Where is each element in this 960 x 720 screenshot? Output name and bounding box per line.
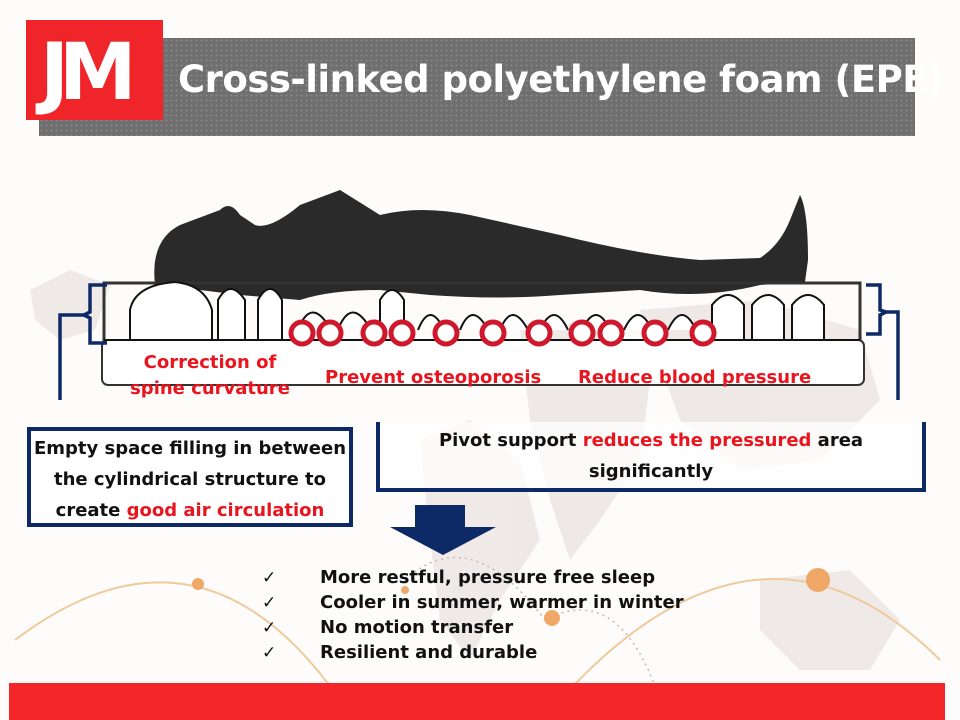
label-spine-line2: spine curvature bbox=[130, 378, 290, 399]
body-silhouette-icon bbox=[154, 190, 809, 300]
benefits-list: ✓ More restful, pressure free sleep ✓ Co… bbox=[262, 565, 684, 665]
list-item: ✓ No motion transfer bbox=[262, 615, 684, 640]
callout-pivot-support: Pivot support reduces the pressured area… bbox=[376, 422, 926, 492]
list-item: ✓ More restful, pressure free sleep bbox=[262, 565, 684, 590]
pivot-ring-icon bbox=[288, 319, 717, 347]
callout-right-highlight: reduces the pressured bbox=[582, 430, 812, 451]
label-spine-line1: Correction of bbox=[143, 352, 277, 373]
checkmark-icon: ✓ bbox=[262, 567, 277, 587]
callout-right-suffix: area significantly bbox=[588, 430, 864, 482]
page-title: Cross-linked polyethylene foam (EPE) bbox=[178, 58, 944, 101]
label-blood-pressure: Reduce blood pressure bbox=[578, 367, 812, 388]
mattress-diagram bbox=[58, 190, 900, 400]
title-bar bbox=[39, 38, 915, 136]
checkmark-icon: ✓ bbox=[262, 642, 277, 662]
jm-logo: JM bbox=[26, 20, 163, 120]
checkmark-icon: ✓ bbox=[262, 592, 277, 612]
callout-air-circulation: Empty space filling in between the cylin… bbox=[27, 427, 353, 527]
benefit-text: More restful, pressure free sleep bbox=[320, 567, 656, 588]
callout-left-line3: create good air circulation bbox=[31, 495, 349, 526]
label-osteoporosis: Prevent osteoporosis bbox=[325, 367, 542, 388]
callout-left-prefix: create bbox=[55, 500, 127, 521]
list-item: ✓ Resilient and durable bbox=[262, 640, 684, 665]
big-arrow-down-icon bbox=[390, 505, 496, 555]
list-item: ✓ Cooler in summer, warmer in winter bbox=[262, 590, 684, 615]
benefit-text: Resilient and durable bbox=[320, 642, 538, 663]
callout-left-line1: Empty space filling in between bbox=[33, 438, 347, 459]
label-spine: Correction of spine curvature bbox=[130, 350, 290, 402]
callout-left-highlight: good air circulation bbox=[126, 500, 325, 521]
callout-right-prefix: Pivot support bbox=[438, 430, 583, 451]
callout-left-line2: the cylindrical structure to bbox=[53, 469, 327, 490]
benefit-text: No motion transfer bbox=[320, 617, 514, 638]
logo-text: JM bbox=[40, 28, 137, 118]
footer-bar bbox=[9, 683, 945, 720]
benefit-text: Cooler in summer, warmer in winter bbox=[320, 592, 684, 613]
checkmark-icon: ✓ bbox=[262, 617, 277, 637]
